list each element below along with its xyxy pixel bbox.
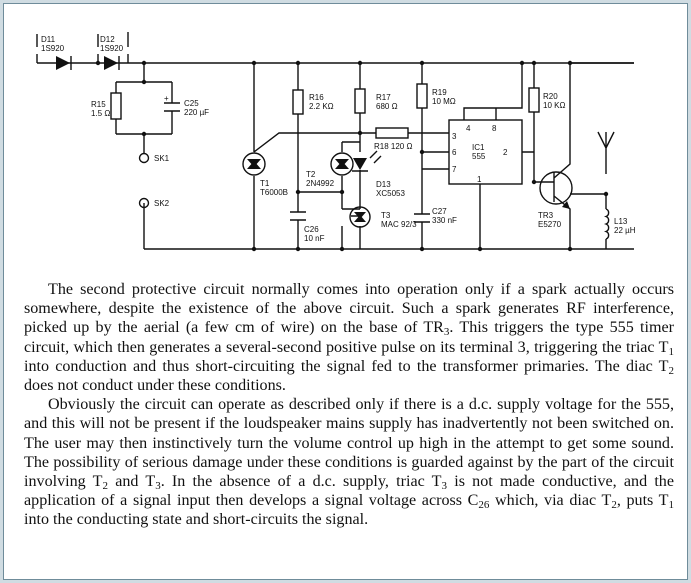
body-text: The second protective circuit normally c… bbox=[24, 280, 674, 530]
subscript: 3 bbox=[441, 480, 448, 493]
d13-part: XC5053 bbox=[376, 189, 405, 198]
t1-part: T6000B bbox=[260, 188, 288, 197]
diode-d12 bbox=[104, 56, 120, 70]
paragraph-2: Obviously the circuit can operate as des… bbox=[24, 395, 674, 529]
page: D11 1S920 D12 1S920 R15 1.5 Ω + C25 220 … bbox=[3, 3, 688, 580]
subscript: 1 bbox=[668, 345, 675, 358]
resistor-r16 bbox=[292, 89, 304, 115]
capacitor-c25: + bbox=[164, 94, 180, 112]
c26-value: 10 nF bbox=[304, 234, 325, 243]
resistor-r15 bbox=[110, 92, 122, 120]
transistor-tr3 bbox=[539, 171, 573, 209]
subscript: 26 bbox=[478, 499, 490, 512]
text-run: , puts T bbox=[616, 492, 669, 510]
t2-ref: T2 bbox=[306, 170, 316, 179]
c27-value: 330 nF bbox=[432, 216, 457, 225]
subscript: 2 bbox=[102, 480, 108, 493]
ic1-pin-8: 8 bbox=[492, 124, 497, 133]
resistor-r20 bbox=[528, 87, 540, 113]
subscript: 2 bbox=[668, 364, 675, 377]
text-run: which, via diac T bbox=[489, 492, 612, 510]
c25-ref: C25 bbox=[184, 99, 199, 108]
r19-ref: R19 bbox=[432, 88, 447, 97]
capacitor-c27 bbox=[414, 213, 430, 223]
l13-ref: L13 bbox=[614, 217, 628, 226]
ic1-ref: IC1 bbox=[472, 143, 485, 152]
diac-t2 bbox=[330, 152, 354, 176]
r20-value: 10 KΩ bbox=[543, 101, 565, 110]
subscript: 2 bbox=[611, 499, 617, 512]
paragraph-1: The second protective circuit normally c… bbox=[24, 280, 674, 395]
text-run: does not conduct under these conditions. bbox=[24, 377, 286, 395]
resistor-r18 bbox=[375, 127, 409, 139]
text-run: The second protective circuit normally c… bbox=[24, 281, 674, 337]
r16-ref: R16 bbox=[309, 93, 324, 102]
c25-value: 220 µF bbox=[184, 108, 209, 117]
tr3-ref: TR3 bbox=[538, 211, 554, 220]
resistor-r19 bbox=[416, 83, 428, 109]
d11-ref: D11 bbox=[41, 35, 56, 44]
resistor-r17 bbox=[354, 88, 366, 114]
ic1-pin-3: 3 bbox=[452, 132, 457, 141]
socket-sk1 bbox=[138, 152, 150, 164]
r17-value: 680 Ω bbox=[376, 102, 398, 111]
ic1-pin-6: 6 bbox=[452, 148, 457, 157]
text-run: . This triggers the type 555 timer circu… bbox=[24, 319, 674, 356]
svg-text:+: + bbox=[164, 94, 169, 103]
capacitor-c26 bbox=[290, 211, 306, 221]
c27-ref: C27 bbox=[432, 207, 447, 216]
inductor-l13 bbox=[603, 208, 610, 240]
circuit-diagram: D11 1S920 D12 1S920 R15 1.5 Ω + C25 220 … bbox=[36, 32, 636, 252]
r19-value: 10 MΩ bbox=[432, 97, 456, 106]
ic1-pin-2: 2 bbox=[503, 148, 508, 157]
sk2-label: SK2 bbox=[154, 199, 170, 208]
ic1-pin-7: 7 bbox=[452, 165, 457, 174]
d12-ref: D12 bbox=[100, 35, 115, 44]
r17-ref: R17 bbox=[376, 93, 391, 102]
subscript: 1 bbox=[668, 499, 674, 512]
t3-ref: T3 bbox=[381, 211, 391, 220]
r18-label: R18 120 Ω bbox=[374, 142, 412, 151]
subscript: 3 bbox=[155, 480, 161, 493]
ic1-part: 555 bbox=[472, 152, 486, 161]
diode-d11 bbox=[56, 56, 72, 70]
text-run: and T bbox=[107, 473, 156, 491]
text-run: is not made conductive, and the applicat… bbox=[24, 473, 674, 510]
t3-part: MAC 92/3 bbox=[381, 220, 417, 229]
r15-ref: R15 bbox=[91, 100, 106, 109]
t2-part: 2N4992 bbox=[306, 179, 335, 188]
l13-value: 22 µH bbox=[614, 226, 636, 235]
socket-sk2 bbox=[138, 197, 150, 209]
d11-part: 1S920 bbox=[41, 44, 65, 53]
ic1-pin-1: 1 bbox=[477, 175, 482, 184]
subscript: 3 bbox=[443, 326, 450, 339]
circuit-nodes bbox=[95, 60, 609, 252]
ic1-pin-4: 4 bbox=[466, 124, 471, 133]
led-d13 bbox=[352, 150, 382, 180]
text-run: into the conducting state and short-circ… bbox=[24, 511, 369, 529]
ic1-555 bbox=[448, 119, 523, 185]
c26-ref: C26 bbox=[304, 225, 319, 234]
t1-ref: T1 bbox=[260, 179, 270, 188]
d13-ref: D13 bbox=[376, 180, 391, 189]
sk1-label: SK1 bbox=[154, 154, 170, 163]
tr3-part: E5270 bbox=[538, 220, 562, 229]
text-run: Obviously the circuit can operate as des… bbox=[24, 396, 674, 491]
text-run: into conduction and thus short-circuitin… bbox=[24, 357, 669, 375]
r16-value: 2.2 KΩ bbox=[309, 102, 334, 111]
triac-t1 bbox=[242, 152, 266, 176]
r15-value: 1.5 Ω bbox=[91, 109, 110, 118]
triac-t3 bbox=[341, 180, 371, 249]
d12-part: 1S920 bbox=[100, 44, 124, 53]
r20-ref: R20 bbox=[543, 92, 558, 101]
text-run: . In the absence of a d.c. supply, triac… bbox=[160, 473, 442, 491]
